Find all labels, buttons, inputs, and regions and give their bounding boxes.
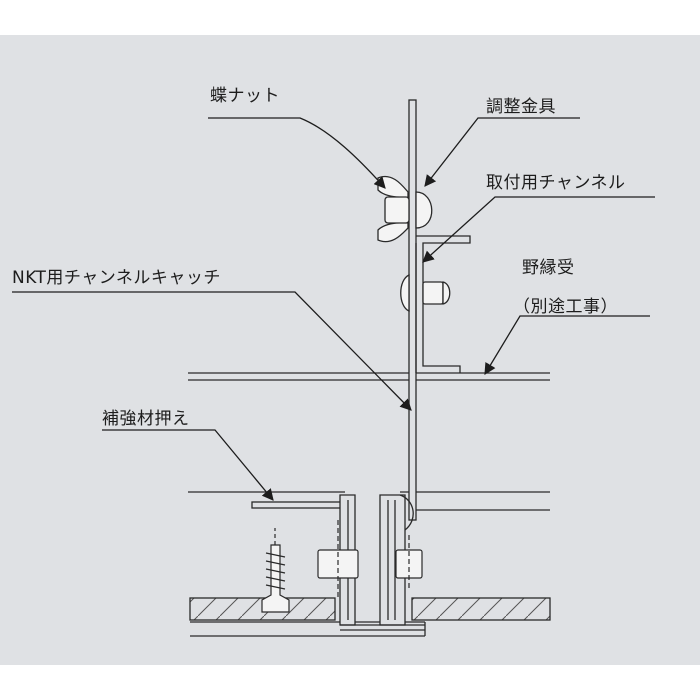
leader-wing-nut bbox=[208, 117, 386, 189]
label-reinforcement-holder: 補強材押え bbox=[102, 409, 190, 429]
leader-reinforcement bbox=[102, 429, 274, 501]
leader-channel-catch bbox=[12, 291, 412, 411]
mounting-channel bbox=[415, 235, 471, 373]
leader-adjust-bracket bbox=[424, 117, 580, 187]
channel-bolts bbox=[317, 520, 423, 600]
screw bbox=[261, 528, 290, 613]
reinforcement-lines bbox=[188, 491, 550, 511]
leader-lines bbox=[12, 117, 655, 501]
label-mounting-channel: 取付用チャンネル bbox=[486, 173, 626, 193]
leader-furring-receiver bbox=[484, 315, 650, 376]
label-separate-work: （別途工事） bbox=[513, 297, 618, 317]
label-adjust-bracket: 調整金具 bbox=[486, 97, 556, 117]
channel-catch-assembly bbox=[339, 494, 425, 631]
bracket-nut bbox=[400, 273, 451, 313]
hanger-rod bbox=[408, 99, 417, 521]
furring-receiver-lines bbox=[188, 372, 550, 381]
label-wing-nut: 蝶ナット bbox=[210, 86, 280, 106]
label-nkt-channel-catch: NKT用チャンネルキャッチ bbox=[12, 268, 221, 288]
wing-nut bbox=[377, 175, 433, 243]
leader-mounting-channel bbox=[422, 196, 655, 263]
label-furring-receiver: 野縁受 bbox=[522, 258, 575, 278]
